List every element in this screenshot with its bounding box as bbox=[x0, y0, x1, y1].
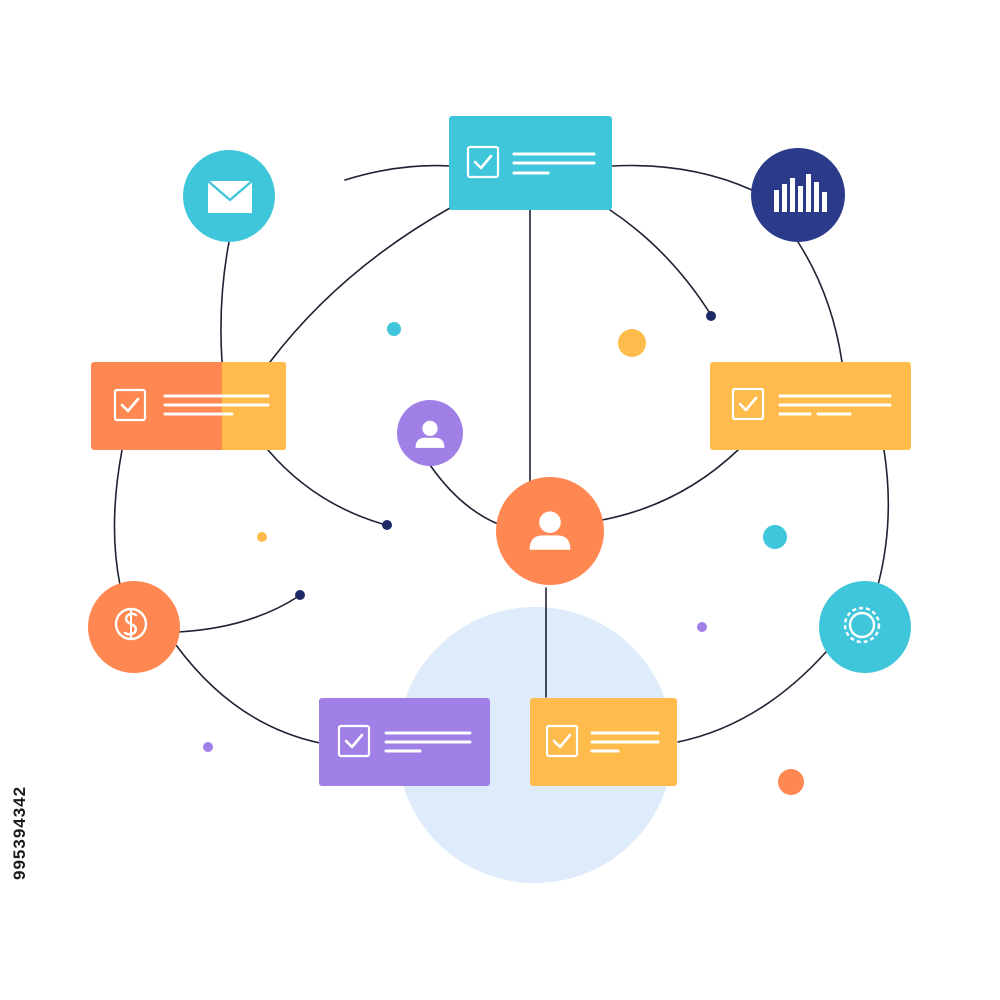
endpoint-dot bbox=[706, 311, 716, 321]
connector-left-card-to-dot bbox=[267, 449, 387, 526]
connector-mail-to-left-card bbox=[220, 241, 230, 363]
connector-currency-to-purple-card bbox=[175, 644, 321, 744]
decor-dot-teal bbox=[387, 322, 401, 336]
connector-right-card-to-center bbox=[601, 449, 739, 521]
card-bottom-right-text-lines bbox=[590, 731, 660, 753]
endpoint-dot bbox=[382, 520, 392, 530]
card-bottom-left-text-lines bbox=[384, 731, 472, 753]
central-user-node bbox=[496, 477, 604, 585]
connector-currency-to-dot bbox=[177, 595, 300, 633]
connector-user-to-center bbox=[429, 464, 499, 525]
card-bottom-right bbox=[530, 698, 677, 786]
card-bottom-left bbox=[319, 698, 490, 786]
decorative-dots bbox=[203, 322, 804, 795]
connector-left-card-to-currency bbox=[113, 449, 123, 586]
line-end-dots bbox=[295, 311, 716, 600]
currency-icon bbox=[114, 607, 148, 641]
card-top-text-lines bbox=[512, 152, 596, 175]
gear-icon bbox=[843, 606, 881, 644]
endpoint-dot bbox=[295, 590, 305, 600]
connector-settings-to-yellow-card bbox=[677, 651, 827, 743]
connector-lines bbox=[113, 164, 890, 744]
connector-top-to-left-card bbox=[269, 207, 451, 363]
connector-arc-top bbox=[344, 164, 451, 181]
connector-right-card-to-settings bbox=[877, 449, 890, 586]
decor-dot-orange bbox=[778, 769, 804, 795]
decor-dot-yellow-small bbox=[257, 532, 267, 542]
card-left-text-lines bbox=[163, 394, 270, 416]
card-right bbox=[710, 362, 911, 450]
connector-top-to-dot bbox=[609, 209, 712, 316]
user-node bbox=[397, 400, 463, 466]
decor-dot-yellow bbox=[618, 329, 646, 357]
mail-icon bbox=[207, 180, 253, 213]
settings-node bbox=[819, 581, 911, 673]
connector-top-right bbox=[611, 164, 753, 191]
decor-dot-purple bbox=[697, 622, 707, 632]
card-top bbox=[449, 116, 612, 210]
bar-chart-icon bbox=[774, 174, 827, 212]
mail-node bbox=[183, 150, 275, 242]
decor-dot-teal-right bbox=[763, 525, 787, 549]
connector-chart-to-right-card bbox=[797, 241, 843, 363]
chart-node bbox=[751, 148, 845, 242]
card-right-text-lines bbox=[778, 394, 892, 416]
decor-dot-purple-left bbox=[203, 742, 213, 752]
stock-image-id: 995394342 bbox=[10, 785, 29, 880]
card-left bbox=[91, 362, 286, 450]
currency-node bbox=[88, 581, 180, 673]
